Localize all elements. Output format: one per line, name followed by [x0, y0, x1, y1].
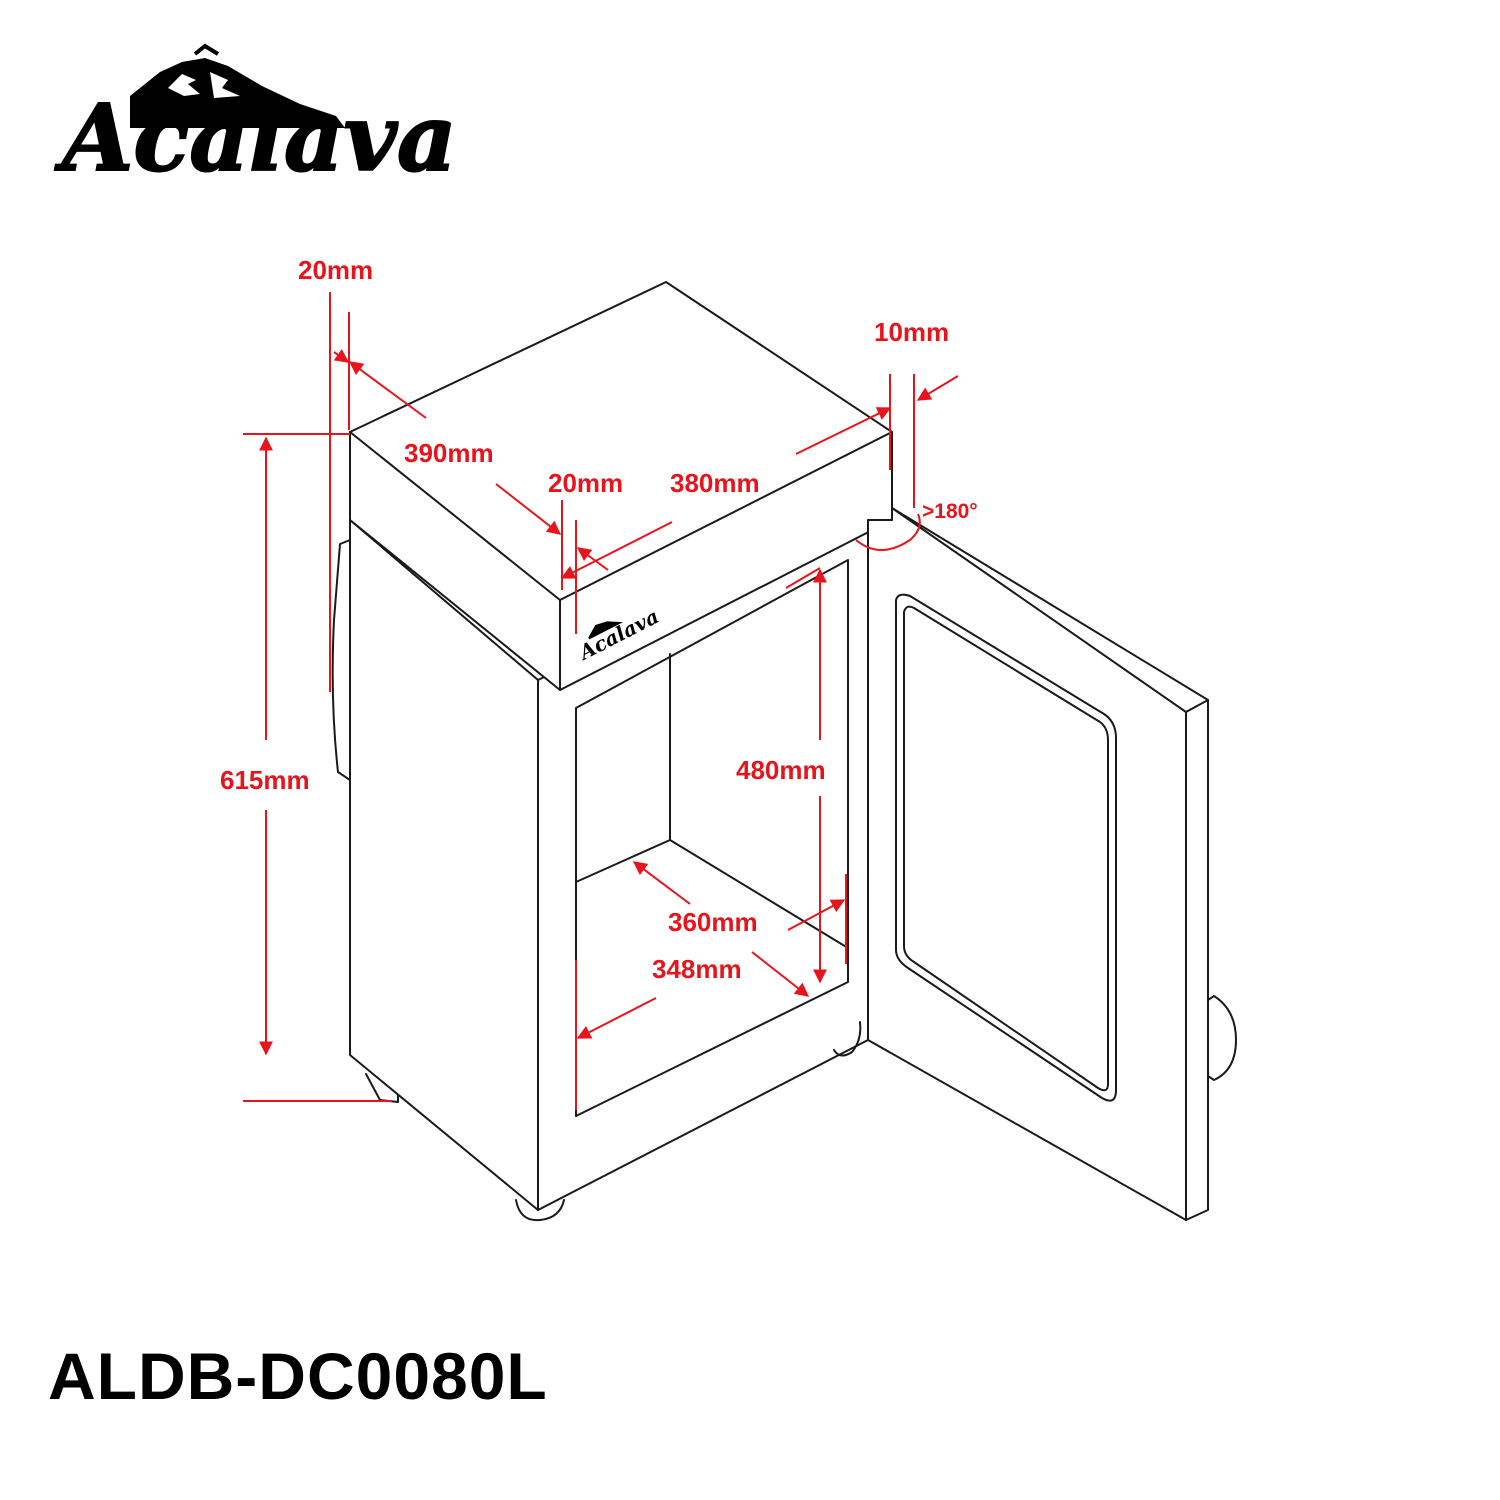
height-label: 615mm: [220, 765, 310, 795]
door-angle-label: >180°: [922, 500, 978, 523]
dimension-lines: [243, 292, 959, 1110]
mountain-logo-icon: [130, 43, 345, 128]
width-label: 380mm: [670, 468, 760, 498]
depth-label: 390mm: [404, 438, 494, 468]
interior-width-label: 348mm: [652, 954, 742, 984]
brand-logo: Acalava: [53, 43, 458, 193]
interior-height-label: 480mm: [736, 755, 826, 785]
model-number: ALDB-DC0080L: [48, 1339, 548, 1413]
door-clearance-label: 20mm: [548, 468, 623, 498]
top-clearance-label: 20mm: [298, 255, 373, 285]
interior-depth-label: 360mm: [668, 907, 758, 937]
side-clearance-label: 10mm: [874, 317, 949, 347]
brand-logo-text: Acalava: [54, 84, 457, 192]
appliance-drawing: Acalava: [331, 281, 1237, 1222]
